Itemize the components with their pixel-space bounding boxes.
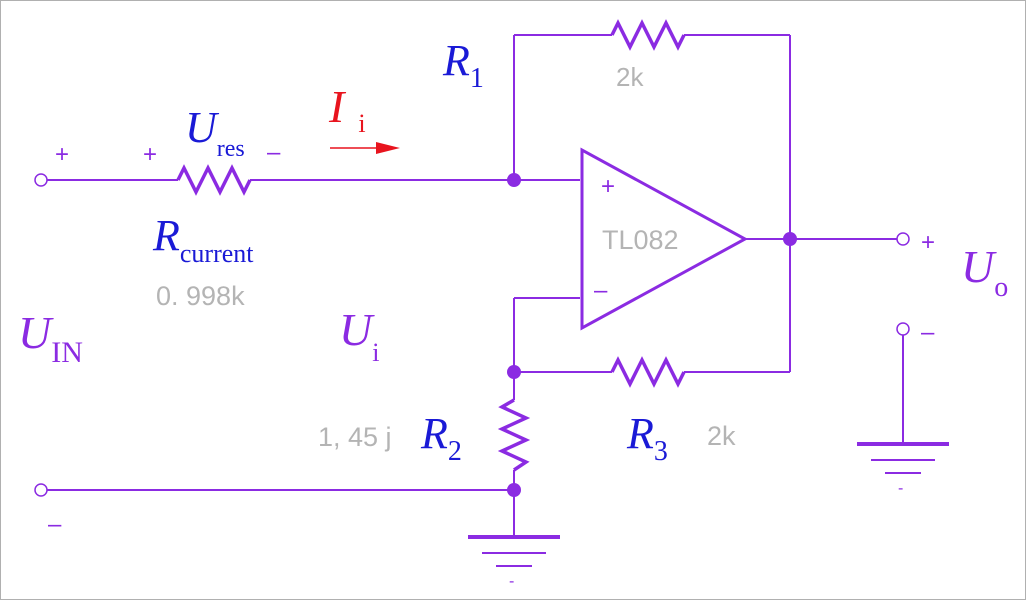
u-res-minus-sign: – bbox=[267, 139, 281, 166]
opamp-model-label: TL082 bbox=[602, 225, 679, 255]
ground-symbol-main bbox=[468, 535, 560, 567]
opamp-minus-sign: – bbox=[594, 277, 608, 304]
r3-label: R3 bbox=[626, 409, 668, 467]
u-o-minus-sign: – bbox=[921, 319, 935, 346]
node-r3-junction bbox=[507, 365, 521, 379]
u-i-label: Ui bbox=[339, 304, 379, 367]
r-current-label: Rcurrent bbox=[152, 211, 254, 268]
junction-nodes bbox=[507, 173, 797, 497]
opamp-plus-sign: + bbox=[601, 173, 615, 200]
resistors bbox=[176, 19, 686, 472]
wires bbox=[46, 34, 904, 537]
terminal-output-plus bbox=[896, 232, 910, 246]
resistor-r2 bbox=[497, 398, 531, 472]
u-res-plus-sign: + bbox=[143, 141, 157, 168]
node-output-junction bbox=[783, 232, 797, 246]
r1-label: R1 bbox=[442, 36, 484, 94]
terminal-input-plus bbox=[34, 173, 48, 187]
u-o-plus-sign: + bbox=[921, 229, 935, 256]
u-in-label: UIN bbox=[18, 307, 83, 369]
u-in-minus-sign: – bbox=[48, 511, 62, 538]
terminal-input-minus bbox=[34, 483, 48, 497]
u-in-plus-sign: + bbox=[55, 141, 69, 168]
node-plus-junction bbox=[507, 173, 521, 187]
resistor-r-current bbox=[176, 164, 252, 196]
terminals bbox=[34, 173, 910, 497]
terminal-output-minus bbox=[896, 322, 910, 336]
r3-value: 2k bbox=[707, 421, 736, 451]
r2-label: R2 bbox=[420, 409, 462, 467]
resistor-r3 bbox=[610, 356, 686, 388]
ground-mark-main: - bbox=[509, 573, 514, 590]
r1-value: 2k bbox=[616, 62, 644, 92]
ground-symbol-output bbox=[857, 442, 949, 474]
r-current-value: 0. 998k bbox=[156, 281, 245, 311]
node-ground-junction bbox=[507, 483, 521, 497]
resistor-r1 bbox=[610, 19, 686, 51]
ground-mark-output: - bbox=[898, 480, 903, 497]
opamp-triangle bbox=[580, 147, 749, 331]
u-res-label: Ures bbox=[185, 103, 245, 162]
u-o-label: Uo bbox=[961, 241, 1008, 303]
r2-value: 1, 45 j bbox=[318, 422, 392, 452]
current-arrow-head bbox=[376, 142, 400, 154]
